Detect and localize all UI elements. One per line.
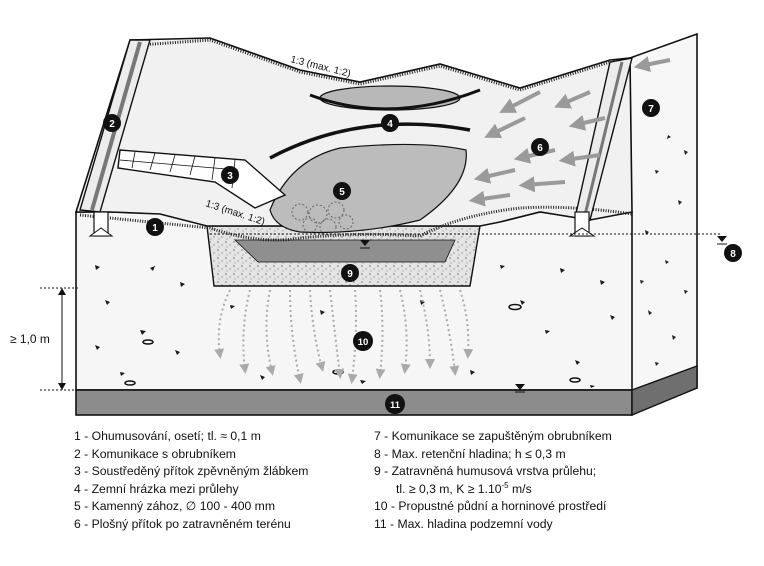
svg-text:10: 10 [358,337,369,348]
svg-text:11: 11 [390,400,401,411]
marker-1: 1 [146,218,164,236]
block-right-face [629,32,698,416]
legend-item-8: 8 - Max. retenční hladina; h ≤ 0,3 m [374,446,566,461]
svg-text:9: 9 [347,269,353,280]
swale-trench [206,225,481,287]
legend-item-3: 3 - Soustředěný přítok zpěvněným žlábkem [74,464,309,479]
groundwater-layer [75,364,698,417]
legend-item-9-text: tl. ≥ 0,3 m, K ≥ 1.10 [396,481,502,496]
legend-item-9-unit: m/s [508,481,532,496]
svg-text:6: 6 [537,143,543,154]
infiltration-swale-diagram: ≥ 1,0 m 1:3 (max. 1:2) 1:3 (max. 1:2) 1 … [10,32,742,417]
water-level-lines [40,233,720,391]
legend-item-5: 5 - Kamenný zához, ∅ 100 - 400 mm [74,499,275,514]
marker-9: 9 [341,264,359,282]
soil-particles [95,265,615,388]
marker-8: 8 [724,244,742,262]
marker-4: 4 [381,114,399,132]
marker-6: 6 [531,138,549,156]
svg-text:5: 5 [339,187,345,198]
svg-text:7: 7 [648,104,654,115]
depth-label: ≥ 1,0 m [10,332,50,346]
marker-5: 5 [333,182,351,200]
svg-text:2: 2 [109,119,115,130]
marker-7: 7 [642,99,660,117]
surface-inflow-arrows [468,56,671,207]
legend-item-9-exponent: -5 [501,480,509,490]
terrain-surface [74,37,633,242]
legend-item-4: 4 - Zemní hrázka mezi průlehy [74,481,239,496]
legend-item-11: 11 - Max. hladina podzemní vody [374,516,553,531]
legend-left: 1 - Ohumusování, osetí; tl. ≈ 0,1 m 2 - … [74,428,308,534]
infiltration-arrows [214,289,474,384]
legend-item-9: 9 - Zatravněná humusová vrstva průlehu; [374,464,597,479]
svg-text:8: 8 [730,249,736,260]
water-level-symbols [360,236,727,393]
legend-item-10: 10 - Propustné půdní a horninové prostře… [374,499,607,514]
legend-item-2: 2 - Komunikace s obrubníkem [74,446,236,461]
svg-text:3: 3 [227,171,233,182]
marker-11: 11 [385,394,405,414]
legend-item-9-detail: tl. ≥ 0,3 m, K ≥ 1.10-5 m/s [374,481,612,499]
marker-10: 10 [353,331,373,351]
marker-2: 2 [103,114,121,132]
svg-text:4: 4 [387,119,393,130]
legend-right: 7 - Komunikace se zapuštěným obrubníkem … [374,428,612,534]
svg-text:1: 1 [152,223,158,234]
legend-item-6: 6 - Plošný přítok po zatravněném terénu [74,516,291,531]
right-road-sunk-curb [568,57,633,237]
depth-dimension: ≥ 1,0 m [10,288,66,390]
legend-item-7: 7 - Komunikace se zapuštěným obrubníkem [374,429,612,443]
marker-3: 3 [221,166,239,184]
legend-item-1: 1 - Ohumusování, osetí; tl. ≈ 0,1 m [74,429,261,443]
